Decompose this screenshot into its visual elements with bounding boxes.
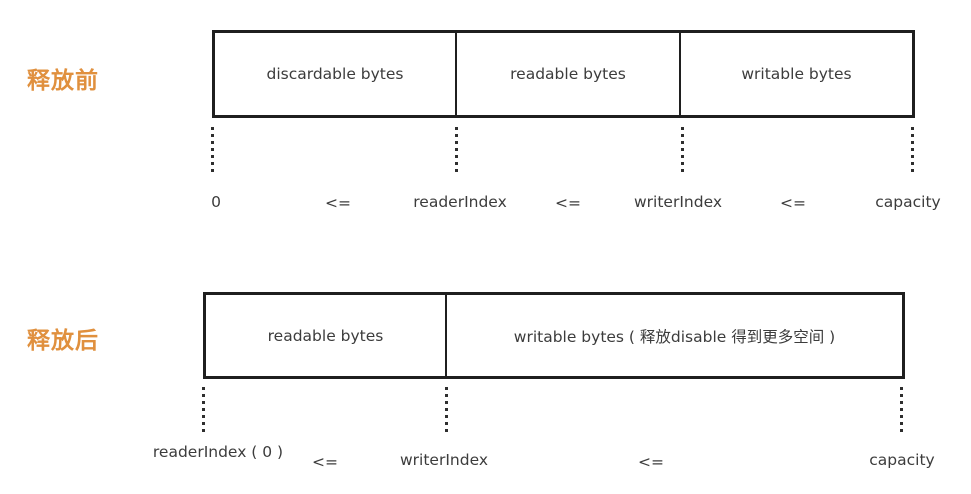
after-row-label: 释放后 bbox=[27, 328, 99, 354]
after-label-lte-1: <= bbox=[312, 453, 338, 471]
segment-writable-bytes: writable bytes bbox=[741, 65, 852, 83]
before-dotted-line-reader-index bbox=[455, 127, 458, 172]
before-label-zero: 0 bbox=[211, 193, 221, 211]
before-label-capacity: capacity bbox=[875, 193, 941, 211]
after-dotted-line-reader-index bbox=[202, 387, 205, 433]
after-buffer-box: readable bytes writable bytes ( 释放disabl… bbox=[203, 292, 905, 379]
segment-readable-bytes-after: readable bytes bbox=[206, 295, 447, 376]
segment-discardable-bytes: discardable bytes bbox=[215, 33, 457, 115]
after-label-reader-index-zero: readerIndex ( 0 ) bbox=[152, 443, 284, 461]
after-dotted-line-capacity bbox=[900, 387, 903, 433]
before-label-writer-index: writerIndex bbox=[633, 193, 723, 211]
segment-writable-bytes-after: writable bytes ( 释放disable 得到更多空间 ) bbox=[513, 327, 836, 346]
before-label-lte-1: <= bbox=[325, 194, 351, 212]
before-buffer-box: discardable bytes readable bytes writabl… bbox=[212, 30, 915, 118]
before-dotted-line-writer-index bbox=[681, 127, 684, 172]
before-label-reader-index: readerIndex bbox=[413, 193, 507, 211]
segment-readable-bytes: readable bytes bbox=[457, 33, 681, 115]
after-label-capacity: capacity bbox=[869, 451, 935, 469]
after-label-writer-index: writerIndex bbox=[399, 451, 489, 469]
before-row-label: 释放前 bbox=[27, 68, 99, 94]
before-dotted-line-capacity bbox=[911, 127, 914, 172]
before-label-lte-3: <= bbox=[780, 194, 806, 212]
after-dotted-line-writer-index bbox=[445, 387, 448, 433]
before-dotted-line-zero bbox=[211, 127, 214, 172]
before-label-lte-2: <= bbox=[555, 194, 581, 212]
after-label-lte-2: <= bbox=[638, 453, 664, 471]
